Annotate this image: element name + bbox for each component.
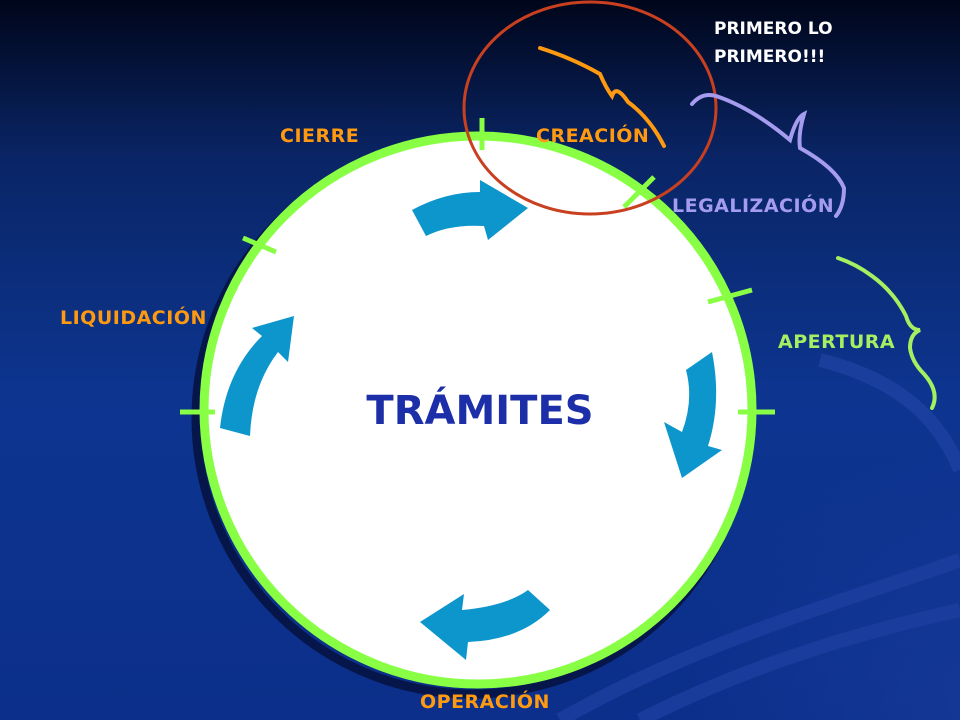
stage-label-operacion: OPERACIÓN xyxy=(420,689,550,713)
arrow-right-icon xyxy=(664,352,722,478)
tick-creacion-legalizacion xyxy=(622,175,656,209)
note-line-2: PRIMERO!!! xyxy=(714,47,825,67)
cycle-arrows xyxy=(220,180,722,660)
stage-label-creacion: CREACIÓN xyxy=(536,123,649,147)
cycle-tick-marks xyxy=(180,118,775,415)
stage-label-cierre: CIERRE xyxy=(280,125,359,147)
arrow-top-icon xyxy=(412,180,528,240)
stage-label-apertura: APERTURA xyxy=(778,331,895,353)
tick-upper-left xyxy=(242,235,277,255)
arrow-left-icon xyxy=(220,316,294,436)
tick-legalizacion-apertura xyxy=(707,287,753,305)
stage-label-liquidacion: LIQUIDACIÓN xyxy=(60,305,207,329)
brace-creacion-icon xyxy=(538,46,666,148)
brace-legalizacion-icon xyxy=(690,93,847,218)
note-line-1: PRIMERO LO xyxy=(714,19,833,39)
arrow-bottom-icon xyxy=(420,590,550,660)
brace-apertura-icon xyxy=(836,256,937,410)
title-text: TRÁMITES xyxy=(366,386,593,434)
stage-label-legalizacion: LEGALIZACIÓN xyxy=(672,193,834,217)
highlight-circle xyxy=(462,0,718,216)
